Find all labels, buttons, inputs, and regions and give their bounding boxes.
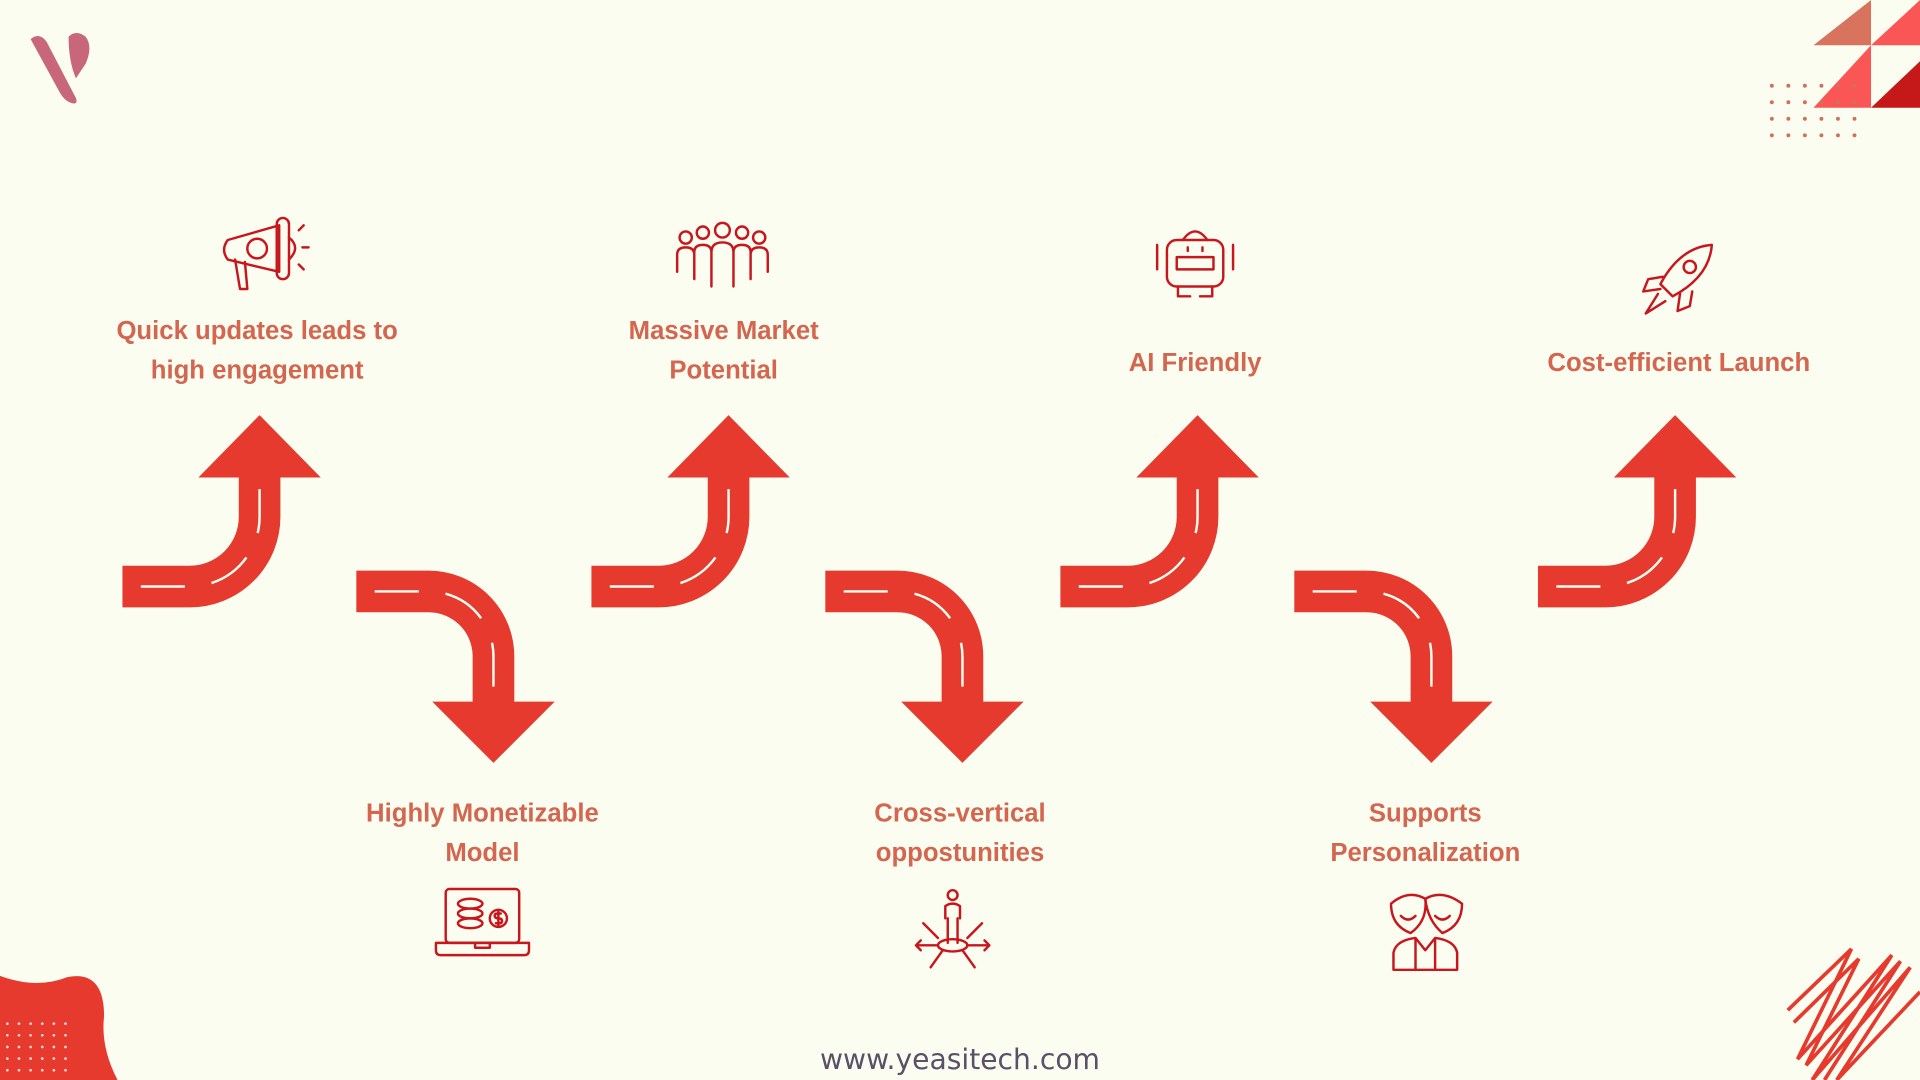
label-line: AI Friendly — [1129, 349, 1263, 377]
arrow-down-6 — [1294, 570, 1493, 763]
label-line: Quick updates leads to — [116, 317, 397, 345]
step-label-5: AI Friendly — [1129, 349, 1263, 377]
person-network-icon — [914, 888, 991, 969]
brand-logo — [30, 33, 90, 104]
label-line: Cost-efficient Launch — [1547, 349, 1810, 377]
arrow-up-1 — [122, 415, 321, 608]
label-line: oppostunities — [876, 839, 1045, 867]
arrow-down-2 — [356, 570, 555, 763]
label-line: Highly Monetizable — [366, 800, 599, 828]
theater-masks-icon — [1389, 893, 1464, 972]
corner-triangles-decoration — [1769, 0, 1920, 138]
label-line: Cross-vertical — [874, 800, 1045, 828]
label-line: high engagement — [151, 356, 364, 384]
corner-blob-decoration — [0, 975, 118, 1080]
crowd-icon — [675, 221, 769, 288]
arrow-up-7 — [1537, 415, 1737, 608]
arrow-up-3 — [591, 415, 790, 608]
label-line: Model — [445, 839, 519, 867]
arrow-up-5 — [1060, 415, 1259, 608]
megaphone-icon — [222, 216, 310, 291]
robot-icon — [1155, 230, 1235, 298]
label-line: Supports — [1369, 800, 1482, 828]
website-url[interactable]: www.yeasitech.com — [820, 1043, 1100, 1076]
step-label-4: Cross-vertical oppostunities — [874, 800, 1045, 867]
label-line: Potential — [669, 356, 778, 384]
corner-scribble-decoration — [1786, 947, 1920, 1080]
label-line: Massive Market — [629, 317, 819, 345]
step-label-1: Quick updates leads to high engagement — [116, 317, 397, 384]
laptop-money-icon — [434, 887, 531, 957]
arrow-down-4 — [825, 570, 1024, 763]
label-line: Personalization — [1330, 839, 1520, 867]
step-label-7: Cost-efficient Launch — [1547, 349, 1810, 377]
rocket-icon — [1642, 243, 1714, 315]
